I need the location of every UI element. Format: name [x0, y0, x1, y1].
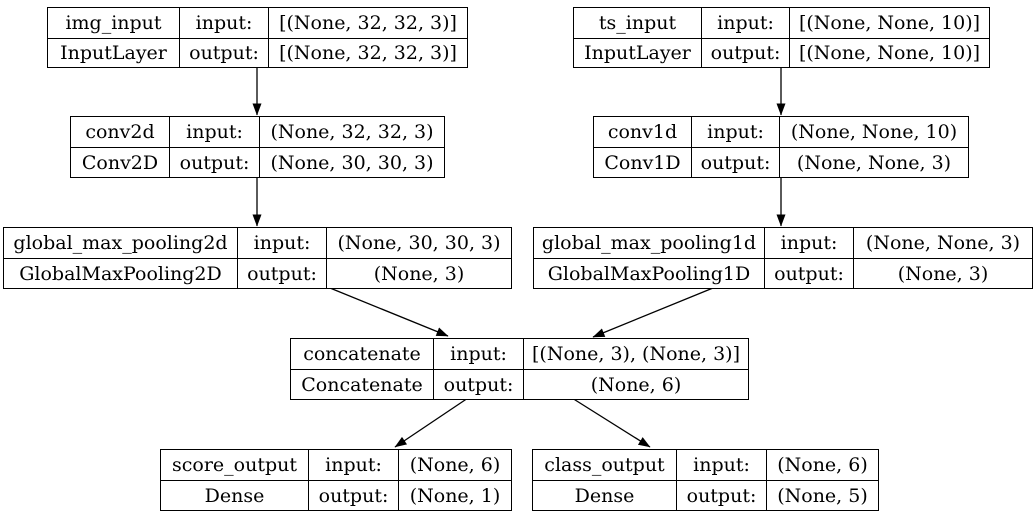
- layer-class: InputLayer: [574, 37, 701, 68]
- layer-class: Concatenate: [291, 369, 433, 399]
- output-shape: (None, 3): [853, 258, 1032, 288]
- edge-concatenate-to-class_output: [571, 397, 651, 448]
- node-score_output: score_output input: (None, 6) Dense outp…: [160, 449, 512, 511]
- output-label: output:: [676, 480, 766, 510]
- output-shape: (None, 3): [326, 258, 511, 288]
- input-shape: (None, 6): [398, 450, 511, 480]
- layer-class: Dense: [533, 480, 676, 510]
- layer-name: conv2d: [85, 121, 155, 143]
- node-ts_input: ts_input input: [(None, None, 10)] Input…: [573, 7, 990, 68]
- layer-name: ts_input: [598, 11, 677, 34]
- input-shape: [(None, 3), (None, 3)]: [523, 339, 748, 369]
- edge-global_max_pooling2d-to-concatenate: [329, 287, 449, 337]
- layer-class: GlobalMaxPooling2D: [4, 258, 237, 288]
- output-label: output:: [237, 258, 326, 288]
- node-conv2d: conv2d input: (None, 32, 32, 3) Conv2D o…: [70, 116, 445, 178]
- input-label: input:: [764, 228, 853, 258]
- input-shape: (None, None, 3): [853, 228, 1032, 258]
- input-label: input:: [308, 450, 398, 480]
- layer-name: score_output: [171, 454, 297, 476]
- input-shape: [(None, 32, 32, 3)]: [268, 8, 467, 38]
- layer-class: Conv1D: [594, 147, 691, 177]
- input-label: input:: [179, 8, 268, 38]
- input-shape: (None, 32, 32, 3): [259, 117, 444, 147]
- output-shape: [(None, 32, 32, 3)]: [268, 37, 467, 67]
- output-shape: (None, 30, 30, 3): [259, 147, 444, 177]
- output-shape: (None, 1): [398, 480, 511, 510]
- input-shape: (None, 30, 30, 3): [326, 228, 511, 258]
- node-class_output: class_output input: (None, 6) Dense outp…: [532, 449, 879, 511]
- layer-name: global_max_pooling2d: [13, 232, 228, 254]
- output-shape: (None, 5): [766, 480, 878, 510]
- layer-class: InputLayer: [48, 37, 179, 68]
- layer-name: conv1d: [607, 121, 678, 143]
- output-label: output:: [691, 147, 779, 177]
- layer-name: global_max_pooling1d: [541, 232, 757, 254]
- node-global_max_pooling1d: global_max_pooling1d input: (None, None,…: [533, 227, 1033, 289]
- input-label: input:: [433, 339, 523, 369]
- input-shape: (None, None, 10): [779, 117, 968, 147]
- output-label: output:: [179, 37, 268, 67]
- layer-name: concatenate: [303, 343, 421, 365]
- output-label: output:: [308, 480, 398, 510]
- output-label: output:: [169, 147, 259, 177]
- output-shape: (None, None, 3): [779, 147, 968, 177]
- input-label: input:: [169, 117, 259, 147]
- input-label: input:: [237, 228, 326, 258]
- edge-global_max_pooling1d-to-concatenate: [592, 287, 714, 338]
- node-global_max_pooling2d: global_max_pooling2d input: (None, 30, 3…: [3, 227, 512, 289]
- output-label: output:: [764, 258, 853, 288]
- layer-class: Dense: [161, 480, 308, 510]
- layer-class: Conv2D: [71, 147, 169, 177]
- input-label: input:: [701, 8, 789, 38]
- input-shape: (None, 6): [766, 450, 878, 480]
- input-label: input:: [691, 117, 779, 147]
- layer-class: GlobalMaxPooling1D: [534, 258, 764, 288]
- layer-name: class_output: [544, 454, 665, 476]
- layer-name: img_input: [65, 11, 162, 34]
- input-label: input:: [676, 450, 766, 480]
- node-conv1d: conv1d input: (None, None, 10) Conv1D ou…: [593, 116, 969, 178]
- node-img_input: img_input input: [(None, 32, 32, 3)] Inp…: [47, 7, 468, 68]
- node-concatenate: concatenate input: [(None, 3), (None, 3)…: [290, 338, 749, 400]
- output-shape: [(None, None, 10)]: [789, 37, 989, 67]
- output-label: output:: [701, 37, 789, 67]
- output-shape: (None, 6): [523, 369, 748, 399]
- input-shape: [(None, None, 10)]: [789, 8, 989, 38]
- output-label: output:: [433, 369, 523, 399]
- edge-concatenate-to-score_output: [394, 397, 469, 448]
